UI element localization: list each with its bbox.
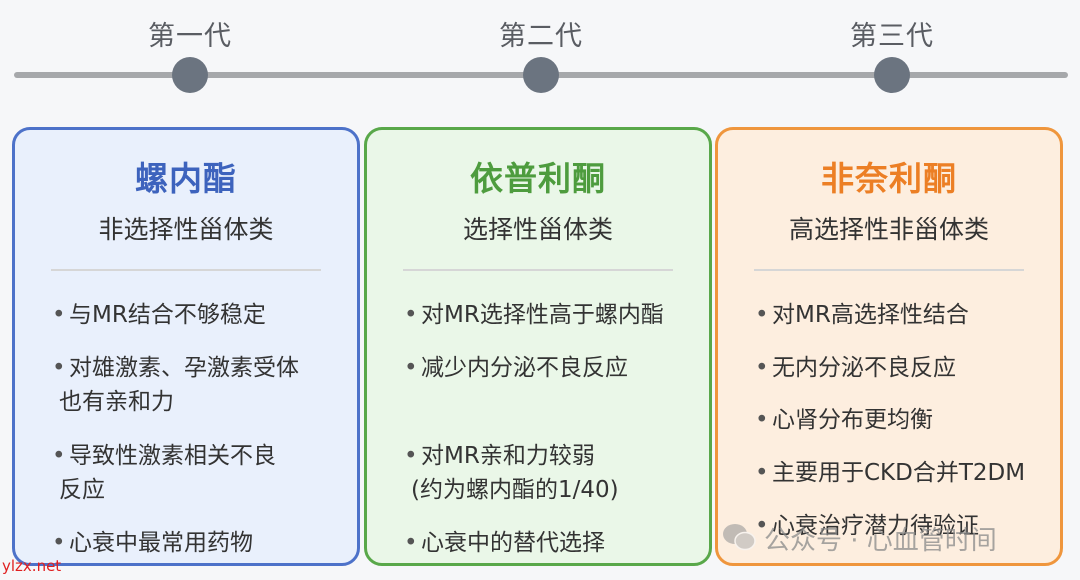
generation-label-1: 第一代 xyxy=(148,21,232,52)
timeline-dot-3 xyxy=(874,57,910,93)
bullet-text: 对MR高选择性结合 xyxy=(772,302,969,328)
bullet-item: 对MR选择性高于螺内酯 xyxy=(404,298,664,332)
wechat-icon xyxy=(723,524,756,551)
bullet-item: 对MR高选择性结合 xyxy=(755,298,969,332)
timeline-dot-2 xyxy=(523,57,559,93)
bullet-item: 对雄激素、孕激素受体 也有亲和力 xyxy=(52,351,299,419)
bullet-text: 减少内分泌不良反应 xyxy=(421,355,628,381)
card-subtitle: 非选择性甾体类 xyxy=(98,215,274,244)
card-finerenone: 非奈利酮 高选择性非甾体类 对MR高选择性结合 无内分泌不良反应 心肾分布更均衡… xyxy=(715,127,1063,566)
card-title: 依普利酮 xyxy=(470,159,606,198)
bullet-text: 无内分泌不良反应 xyxy=(772,355,956,381)
bullet-text: 主要用于CKD合并T2DM xyxy=(772,460,1026,486)
bullet-text: 对雄激素、孕激素受体 xyxy=(69,355,299,381)
site-watermark: ylzx.net xyxy=(2,557,62,575)
generation-label-2: 第二代 xyxy=(499,21,583,52)
card-divider xyxy=(51,269,321,271)
bullet-item: 导致性激素相关不良 反应 xyxy=(52,439,276,507)
bullet-text: 导致性激素相关不良 xyxy=(69,443,276,469)
card-subtitle: 高选择性非甾体类 xyxy=(788,215,989,244)
bullet-text-continued: 也有亲和力 xyxy=(59,389,174,415)
bullet-item: 心肾分布更均衡 xyxy=(755,403,933,437)
card-spironolactone: 螺内酯 非选择性甾体类 与MR结合不够稳定 对雄激素、孕激素受体 也有亲和力 导… xyxy=(12,127,360,566)
bullet-item: 对MR亲和力较弱 (约为螺内酯的1/40) xyxy=(404,439,619,507)
bullet-item: 心衰中的替代选择 xyxy=(404,526,605,560)
bullet-text: 心衰中最常用药物 xyxy=(69,530,253,556)
card-divider xyxy=(403,269,673,271)
bullet-item: 心衰治疗潜力待验证 xyxy=(755,509,979,543)
timeline-dot-1 xyxy=(172,57,208,93)
card-divider xyxy=(754,269,1024,271)
bullet-item: 无内分泌不良反应 xyxy=(755,351,956,385)
bullet-text-continued: (约为螺内酯的1/40) xyxy=(411,477,619,503)
bullet-item: 减少内分泌不良反应 xyxy=(404,351,628,385)
bullet-text: 心衰中的替代选择 xyxy=(421,530,605,556)
watermark-text: 公众号 · 心血管时间 xyxy=(764,526,997,556)
bullet-text: 心肾分布更均衡 xyxy=(772,407,933,433)
card-eplerenone: 依普利酮 选择性甾体类 对MR选择性高于螺内酯 减少内分泌不良反应 对MR亲和力… xyxy=(364,127,712,566)
generation-label-3: 第三代 xyxy=(850,21,934,52)
card-title: 非奈利酮 xyxy=(821,159,957,198)
bullet-text: 对MR亲和力较弱 xyxy=(421,443,595,469)
card-title: 螺内酯 xyxy=(135,159,237,198)
bullet-item: 主要用于CKD合并T2DM xyxy=(755,456,1026,490)
bullet-text: 对MR选择性高于螺内酯 xyxy=(421,302,664,328)
bullet-item: 与MR结合不够稳定 xyxy=(52,298,266,332)
bullet-text: 与MR结合不够稳定 xyxy=(69,302,266,328)
bullet-text: 心衰治疗潜力待验证 xyxy=(772,513,979,539)
bullet-text-continued: 反应 xyxy=(59,477,105,503)
card-subtitle: 选择性甾体类 xyxy=(462,215,613,244)
bullet-item: 心衰中最常用药物 xyxy=(52,526,253,560)
